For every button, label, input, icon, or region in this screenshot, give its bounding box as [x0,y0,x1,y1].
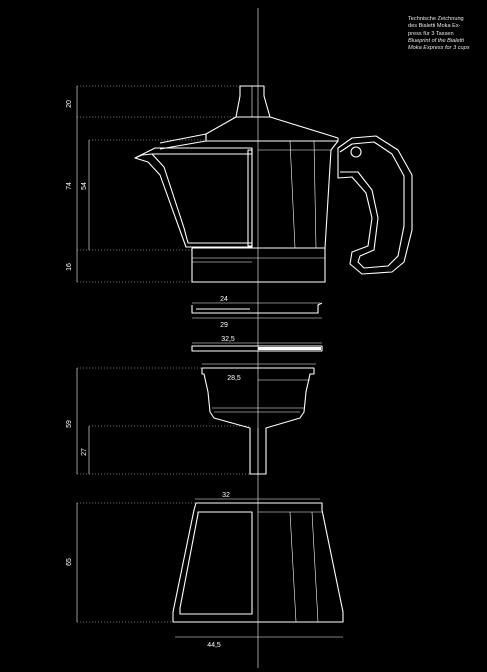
lid [205,116,339,142]
dim-gasket-bottom: 29 [220,322,228,329]
funnel [201,363,316,475]
caption-line-5: Moka Express for 3 cups [408,45,470,52]
dim-upper-inner: 54 [81,182,88,190]
upper-dimensions [76,85,240,283]
base-band [191,247,326,283]
caption-line-3: press für 3 Tassen [408,30,454,37]
upper-body-section [134,147,253,248]
dim-funnel-width: 28,5 [227,375,241,382]
dim-funnel-height: 59 [66,420,73,428]
handle-rivet [350,146,362,158]
dim-funnel-stem: 27 [81,448,88,456]
upper-body-outline [258,140,339,249]
funnel-dimensions [76,367,250,475]
boiler [172,498,344,638]
dim-gasket-top: 24 [220,296,228,303]
caption-line-1: Technische Zeichnung [408,16,464,22]
dim-upper-total: 74 [66,182,73,190]
caption: Technische Zeichnung des Bialetti Moka E… [408,16,484,52]
dim-top-lid: 20 [66,100,73,108]
gasket [191,302,323,319]
dim-base-band: 16 [66,263,73,271]
upper-chamber [134,85,413,283]
dim-filter-plate: 32,5 [221,336,235,343]
filter-plate [191,342,323,352]
dim-boiler-bottom: 44,5 [207,642,221,649]
caption-line-4: Blueprint of the Bialetti [408,37,464,44]
dim-boiler-top: 32 [222,492,230,499]
caption-line-2: des Bialetti Moka Ex- [408,23,461,30]
dim-boiler-height: 65 [66,558,73,566]
handle [337,135,413,275]
boiler-dimensions [76,502,196,623]
lid-knob [235,85,271,118]
